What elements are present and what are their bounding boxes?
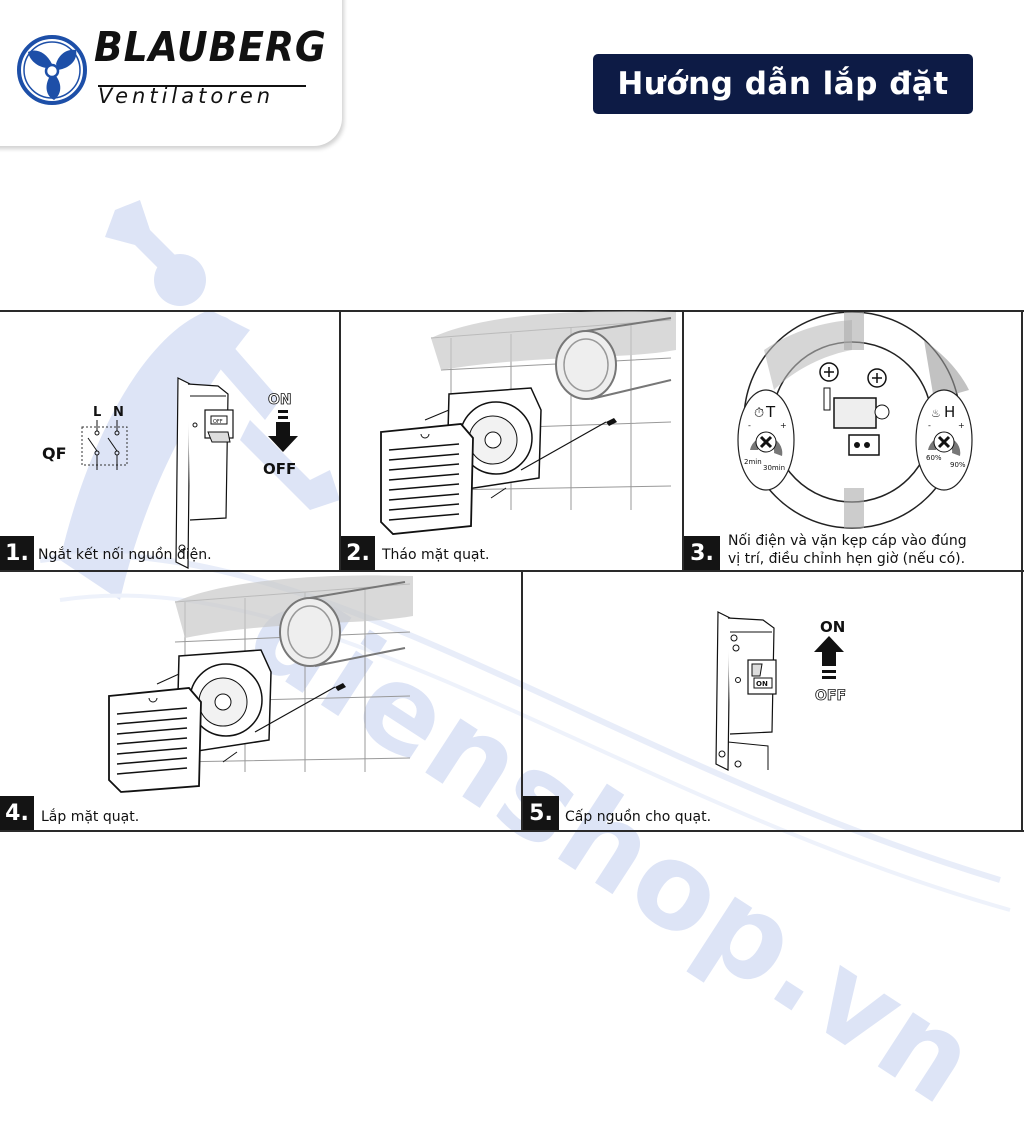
timer-icon: ⏱ [754, 406, 764, 421]
step-3-label-line2: vị trí, điều chỉnh hẹn giờ (nếu có). [728, 551, 966, 567]
circuit-breaker-off-illustration: QF L N OFF ON OFF [42, 377, 298, 569]
circuit-breaker-on-illustration: ON ON OFF [715, 611, 846, 771]
step-3-panel: ⏱ T - + 2min 30min ♨ H - + 60% 90% 3. Nố… [684, 310, 1021, 570]
humidity-label: H [944, 403, 955, 421]
qf-label: QF [42, 444, 67, 463]
fan-logo-icon [17, 35, 87, 105]
brand-subtitle: Ventilatoren [98, 84, 275, 108]
page-title: Hướng dẫn lắp đặt [617, 66, 949, 102]
install-fan-cover-illustration [108, 575, 413, 793]
grid-divider [1021, 310, 1023, 832]
grid-bottom-border [0, 830, 1024, 832]
svg-text:90%: 90% [950, 461, 966, 469]
remove-fan-cover-illustration [380, 311, 676, 535]
svg-text:2min: 2min [744, 458, 762, 466]
brand-rule [98, 85, 306, 87]
step-5-panel: ON ON OFF 5. Cấp nguồn cho quạt. [523, 572, 1021, 830]
step-3-number: 3. [684, 536, 720, 570]
step-5-number: 5. [523, 796, 559, 830]
step-4-panel: 4. Lắp mặt quạt. [0, 572, 521, 830]
step-5-label: Cấp nguồn cho quạt. [565, 809, 712, 825]
svg-text:+: + [780, 421, 787, 430]
breaker-state-label: ON [756, 680, 768, 688]
step-1-panel: QF L N OFF ON OFF 1. Ngắt kết n [0, 310, 339, 570]
svg-text:L: L [93, 405, 101, 420]
svg-text:OFF: OFF [815, 688, 846, 704]
svg-text:OFF: OFF [263, 460, 296, 478]
installation-steps-grid: QF L N OFF ON OFF 1. Ngắt kết n [0, 310, 1024, 832]
timer-label: T [765, 403, 776, 421]
svg-text:ON: ON [820, 618, 845, 636]
svg-text:-: - [928, 421, 931, 430]
step-2-label: Tháo mặt quạt. [382, 547, 490, 563]
grid-divider [339, 310, 341, 572]
step-4-label: Lắp mặt quạt. [41, 809, 140, 825]
step-1-number: 1. [0, 536, 34, 570]
brand-name: BLAUBERG [94, 23, 327, 71]
wiring-timer-adjustment-illustration: ⏱ T - + 2min 30min ♨ H - + 60% 90% [737, 311, 973, 529]
grid-top-border [0, 310, 1024, 312]
svg-text:-: - [748, 421, 751, 430]
svg-text:60%: 60% [926, 454, 942, 462]
humidity-icon: ♨ [931, 407, 941, 420]
grid-divider [682, 310, 684, 572]
step-2-number: 2. [341, 536, 375, 570]
step-4-number: 4. [0, 796, 34, 830]
step-3-label-line1: Nối điện và vặn kẹp cáp vào đúng [728, 533, 967, 549]
brand-logo: BLAUBERG Ventilatoren [0, 0, 342, 146]
svg-text:OFF: OFF [213, 419, 223, 425]
svg-text:+: + [958, 421, 965, 430]
svg-text:N: N [113, 405, 124, 420]
step-1-label: Ngắt kết nối nguồn điện. [38, 547, 212, 563]
step-2-panel: 2. Tháo mặt quạt. [341, 310, 682, 570]
svg-text:ON: ON [268, 392, 292, 408]
svg-text:30min: 30min [763, 464, 785, 472]
page-title-badge: Hướng dẫn lắp đặt [593, 54, 973, 114]
